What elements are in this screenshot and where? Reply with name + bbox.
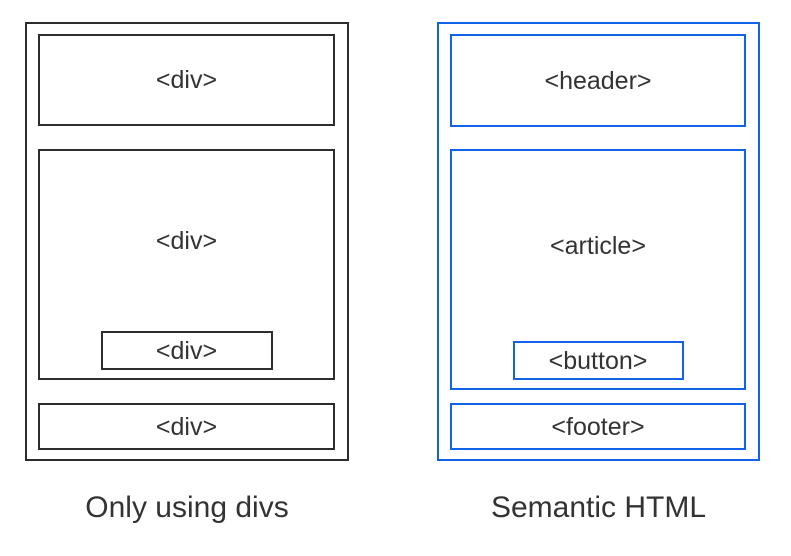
divs-only-caption: Only using divs	[85, 491, 289, 524]
div-bottom-box: <div>	[38, 403, 335, 450]
footer-label: <footer>	[551, 412, 645, 441]
div-top-label: <div>	[155, 66, 218, 94]
div-middle-label-area: <div>	[40, 151, 333, 331]
div-nested-label: <div>	[155, 336, 218, 365]
div-middle-box: <div> <div>	[38, 149, 335, 380]
div-bottom-label: <div>	[155, 412, 218, 441]
divs-only-container: <div> <div> <div> <div>	[25, 22, 349, 461]
div-top-box: <div>	[38, 34, 335, 126]
div-nested-box: <div>	[100, 331, 273, 370]
button-box: <button>	[512, 341, 684, 380]
header-label: <header>	[544, 66, 652, 95]
semantic-html-caption: Semantic HTML	[490, 491, 707, 524]
footer-box: <footer>	[450, 403, 746, 450]
article-label: <article>	[550, 232, 646, 260]
article-box: <article> <button>	[450, 149, 746, 390]
article-label-area: <article>	[452, 151, 744, 341]
semantic-html-container: <header> <article> <button> <footer>	[437, 22, 760, 461]
div-middle-label: <div>	[155, 227, 218, 255]
button-label: <button>	[548, 346, 648, 375]
header-box: <header>	[450, 34, 746, 127]
